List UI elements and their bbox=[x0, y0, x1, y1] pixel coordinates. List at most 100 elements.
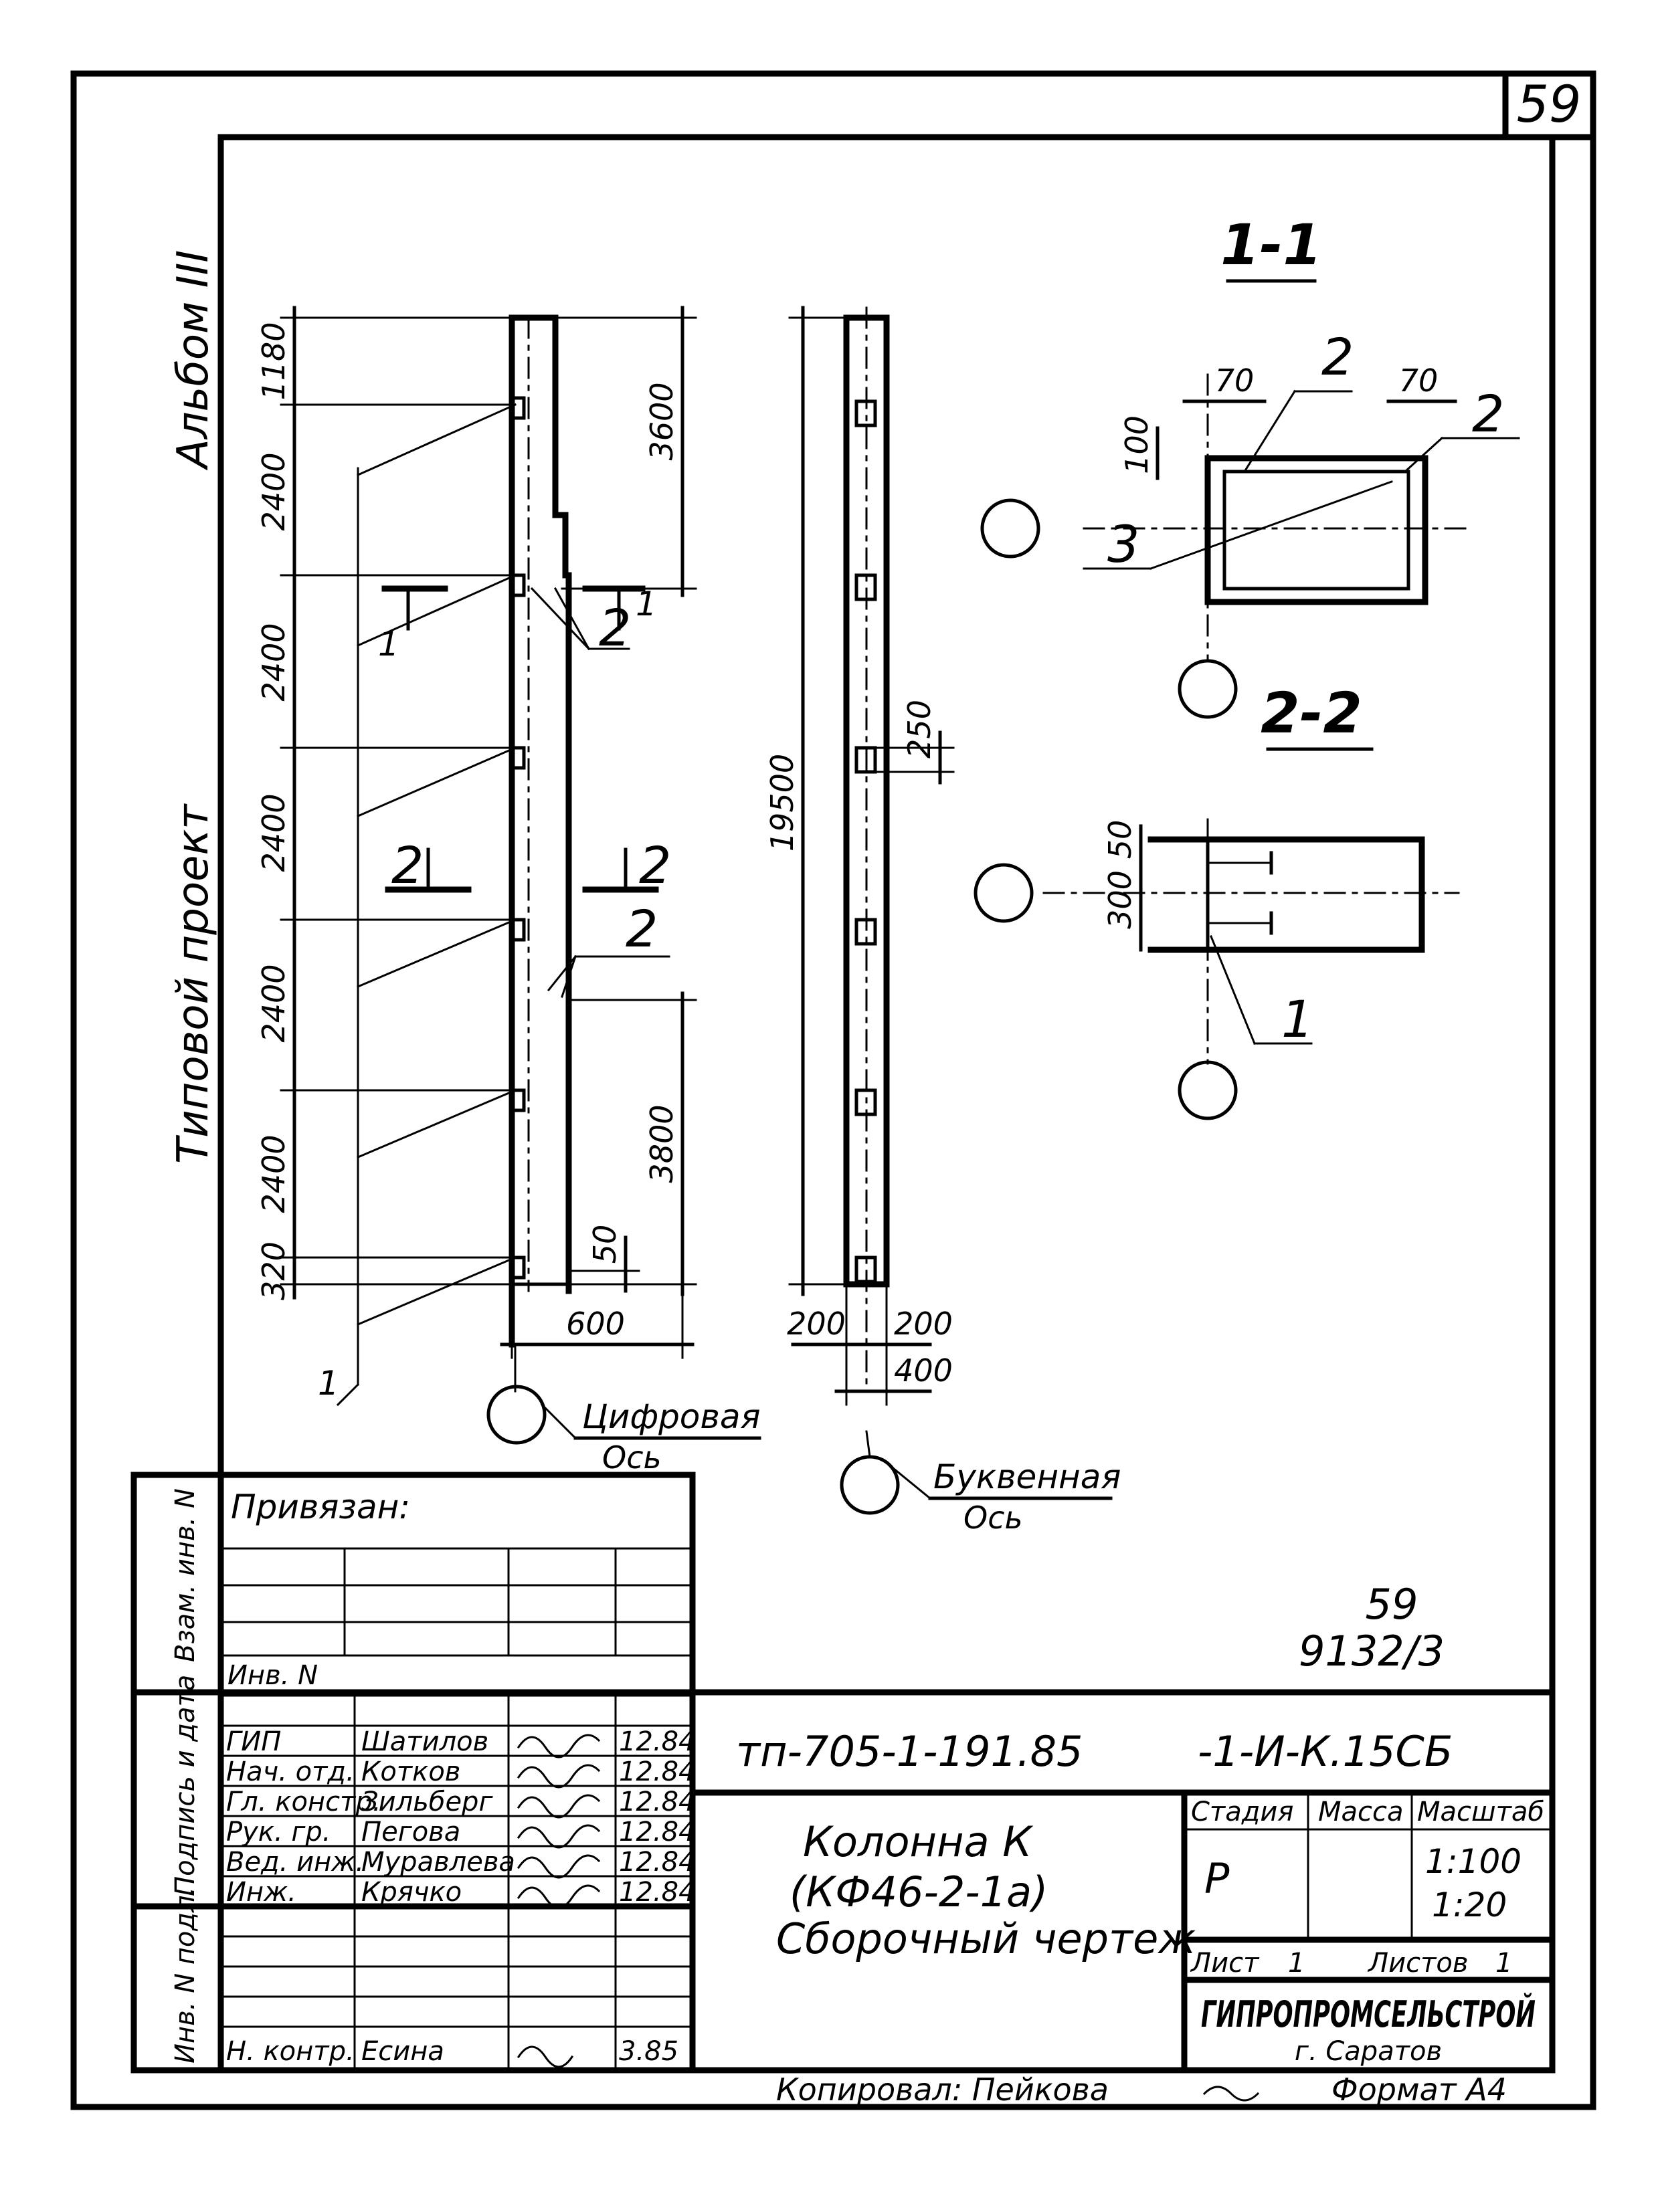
section-2-2: 2-2 50 300 1 bbox=[974, 680, 1460, 1120]
leader-line bbox=[357, 746, 517, 817]
role-2: Гл. констр. bbox=[226, 1787, 381, 1817]
side-label-signature: Подпись и дата bbox=[170, 1675, 201, 1896]
side-label-inv-original: Инв. N подл. bbox=[170, 1887, 201, 2064]
doc-title: Сборочный чертеж bbox=[776, 1914, 1196, 1963]
embed-plate-side bbox=[854, 573, 877, 601]
organization-name: ГИПРОПРОМСЕЛЬСТРОЙ bbox=[1201, 1993, 1536, 2035]
leader-line bbox=[357, 574, 517, 647]
item-label-2-top: 2 bbox=[599, 598, 631, 658]
axis-label-letter-2: Ось bbox=[963, 1500, 1023, 1536]
embed-plate-side bbox=[854, 1255, 877, 1284]
axis-label-letter-1: Буквенная bbox=[933, 1457, 1121, 1496]
embed-plate-side bbox=[854, 399, 877, 427]
outer-frame bbox=[70, 70, 1596, 2110]
page-number-box bbox=[1502, 70, 1596, 140]
dim-right-1: 3600 bbox=[644, 382, 680, 460]
embed-plate bbox=[510, 1255, 526, 1280]
title-block: тп-705-1-191.85 -1-И-К.15СБ Колонна К (К… bbox=[689, 1689, 1556, 2074]
date-1: 12.84 bbox=[619, 1756, 696, 1787]
item-label-2-mid: 2 bbox=[626, 899, 658, 959]
section-mark-1-right: 1 bbox=[636, 585, 657, 623]
dim-bottom: 600 bbox=[566, 1306, 625, 1342]
dim-bottom-3: 400 bbox=[894, 1352, 953, 1389]
name-0: Шатилов bbox=[361, 1726, 488, 1757]
dim-total: 19500 bbox=[764, 754, 800, 851]
dim-100: 100 bbox=[1119, 415, 1155, 474]
section-mark-1-left: 1 bbox=[378, 625, 399, 664]
dim-left-1: 1180 bbox=[256, 322, 292, 400]
dim-left-7: 320 bbox=[256, 1241, 292, 1300]
left-elevation: 1180 2400 2400 2400 2400 2400 320 1 1 1 … bbox=[256, 306, 761, 1476]
col-scale: Масштаб bbox=[1417, 1797, 1544, 1827]
sheets-total: 1 bbox=[1495, 1948, 1512, 1979]
copied-by: Копировал: Пейкова bbox=[776, 2072, 1109, 2108]
embed-plate bbox=[510, 396, 526, 420]
section-2-2-outline bbox=[1147, 836, 1425, 953]
side-label-replaced: Взам. инв. N bbox=[170, 1488, 201, 1662]
name-3: Пегова bbox=[361, 1817, 460, 1847]
embed-plate bbox=[510, 918, 526, 942]
stage-value: Р bbox=[1204, 1854, 1230, 1903]
leader-item-2 bbox=[553, 587, 591, 651]
dim-50: 50 bbox=[1102, 820, 1138, 860]
right-elevation: 19500 250 200 200 400 Буквенная Ось bbox=[764, 306, 1121, 1536]
dim-right-2: 3800 bbox=[644, 1104, 680, 1183]
col-stage: Стадия bbox=[1191, 1797, 1293, 1827]
inv-label: Инв. N bbox=[227, 1660, 318, 1691]
role-3: Рук. гр. bbox=[226, 1817, 331, 1847]
section-1-1-label-3: 3 bbox=[1107, 514, 1139, 574]
name-4: Муравлева bbox=[361, 1847, 515, 1878]
axis-bubble-letter bbox=[840, 1455, 900, 1515]
leader-mark-1: 1 bbox=[318, 1364, 339, 1403]
signature-mark bbox=[517, 1854, 601, 1879]
leader-item-2 bbox=[530, 587, 591, 651]
doc-code: -1-И-К.15СБ bbox=[1198, 1727, 1453, 1776]
leader-1-1-item-2 bbox=[1242, 389, 1297, 474]
section-mark-2-right: 2 bbox=[639, 835, 671, 895]
section-2-2-title: 2-2 bbox=[1261, 680, 1362, 746]
embed-plate-side bbox=[854, 746, 877, 774]
axis-leader bbox=[865, 1430, 871, 1458]
sheet-no: 1 bbox=[1288, 1948, 1305, 1979]
dim-plate: 250 bbox=[901, 700, 937, 759]
column-right-edge bbox=[552, 314, 572, 1294]
control-date: 3.85 bbox=[619, 2036, 678, 2067]
axis-label-digital-1: Цифровая bbox=[582, 1397, 761, 1436]
format-label: Формат А4 bbox=[1331, 2072, 1507, 2108]
dim-bottom-1: 200 bbox=[787, 1306, 846, 1342]
section-1-1-label-2b: 2 bbox=[1472, 384, 1504, 443]
leader-1-1-item-2b bbox=[1403, 436, 1444, 474]
dim-left-2: 2400 bbox=[256, 452, 292, 530]
sheet-label: Лист bbox=[1190, 1948, 1260, 1979]
leader-item-2 bbox=[547, 954, 577, 992]
dim-left-5: 2400 bbox=[256, 964, 292, 1042]
element-mark: (КФ46-2-1а) bbox=[790, 1868, 1048, 1916]
dim-left-4: 2400 bbox=[256, 793, 292, 872]
section-1-1-bubble-v bbox=[1178, 659, 1238, 719]
section-1-1-outline bbox=[1204, 455, 1428, 605]
signature-mark bbox=[517, 1794, 601, 1819]
date-0: 12.84 bbox=[619, 1726, 696, 1757]
role-0: ГИП bbox=[226, 1726, 281, 1757]
dim-70-right: 70 bbox=[1399, 363, 1439, 399]
axis-label-leader bbox=[540, 1403, 577, 1440]
leader-tail bbox=[336, 1383, 360, 1407]
leader-line bbox=[357, 403, 517, 476]
name-2: Зильберг bbox=[361, 1787, 493, 1817]
axis-label-digital-2: Ось bbox=[602, 1439, 662, 1476]
element-name: Колонна К bbox=[803, 1817, 1034, 1866]
axis-bubble-digital bbox=[486, 1385, 547, 1445]
stamp-left: Привязан: Инв. N ГИП Шатилов 12.84 Нач. … bbox=[130, 1472, 696, 2074]
album-label: Альбом III bbox=[169, 250, 218, 471]
signature-mark bbox=[517, 1884, 601, 1909]
sheets-label: Листов bbox=[1367, 1948, 1468, 1979]
role-1: Нач. отд. bbox=[226, 1756, 355, 1787]
date-3: 12.84 bbox=[619, 1817, 696, 1847]
role-5: Инж. bbox=[226, 1877, 296, 1908]
signature-mark bbox=[517, 1734, 601, 1758]
scale-1: 1:100 bbox=[1425, 1842, 1521, 1881]
embed-plate bbox=[510, 746, 526, 770]
inv-ref-top: 59 bbox=[1366, 1580, 1418, 1629]
page-number: 59 bbox=[1517, 74, 1582, 134]
